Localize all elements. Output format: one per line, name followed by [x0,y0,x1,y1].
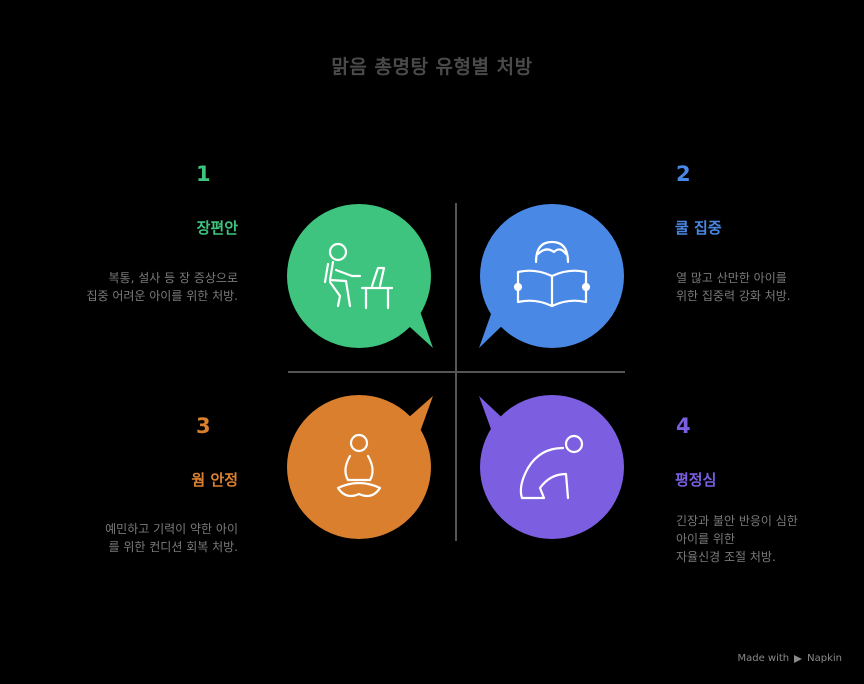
child-reading-book-icon [513,240,591,308]
bubble-orange [287,395,433,539]
quadrant-2-description: 열 많고 산만한 아이를 위한 집중력 강화 처방. [676,271,791,303]
napkin-brand-label: Napkin [807,653,842,664]
quadrant-4-number: 4 [676,414,691,438]
horizontal-divider [288,371,625,373]
footer: Made with Napkin [737,653,842,664]
quadrant-1-description: 복통, 설사 등 장 증상으로 집중 어려운 아이를 위한 처방. [86,271,238,303]
student-at-desk-icon [323,242,394,310]
quadrant-2-number: 2 [676,162,691,186]
quadrant-4-description: 긴장과 불안 반응이 심한 아이를 위한 자율신경 조절 처방. [676,514,798,564]
quadrant-3-heading: 웜 안정 [191,471,238,489]
quadrant-1-number: 1 [196,162,211,186]
quadrant-4-heading: 평정심 [675,471,717,489]
quadrant-3-description: 예민하고 기력이 약한 아이 를 위한 컨디션 회복 처방. [105,522,238,554]
quadrant-3-number: 3 [196,414,211,438]
quadrant-1-heading: 장편안 [196,219,238,237]
quadrant-2-heading: 쿨 집중 [675,219,722,237]
page-title: 맑음 총명탕 유형별 처방 [331,56,533,78]
meditating-person-icon [336,433,382,498]
made-with-label: Made with [737,653,790,664]
napkin-logo-icon [794,654,803,663]
hunched-person-icon [519,434,584,500]
bubble-purple [479,395,624,539]
